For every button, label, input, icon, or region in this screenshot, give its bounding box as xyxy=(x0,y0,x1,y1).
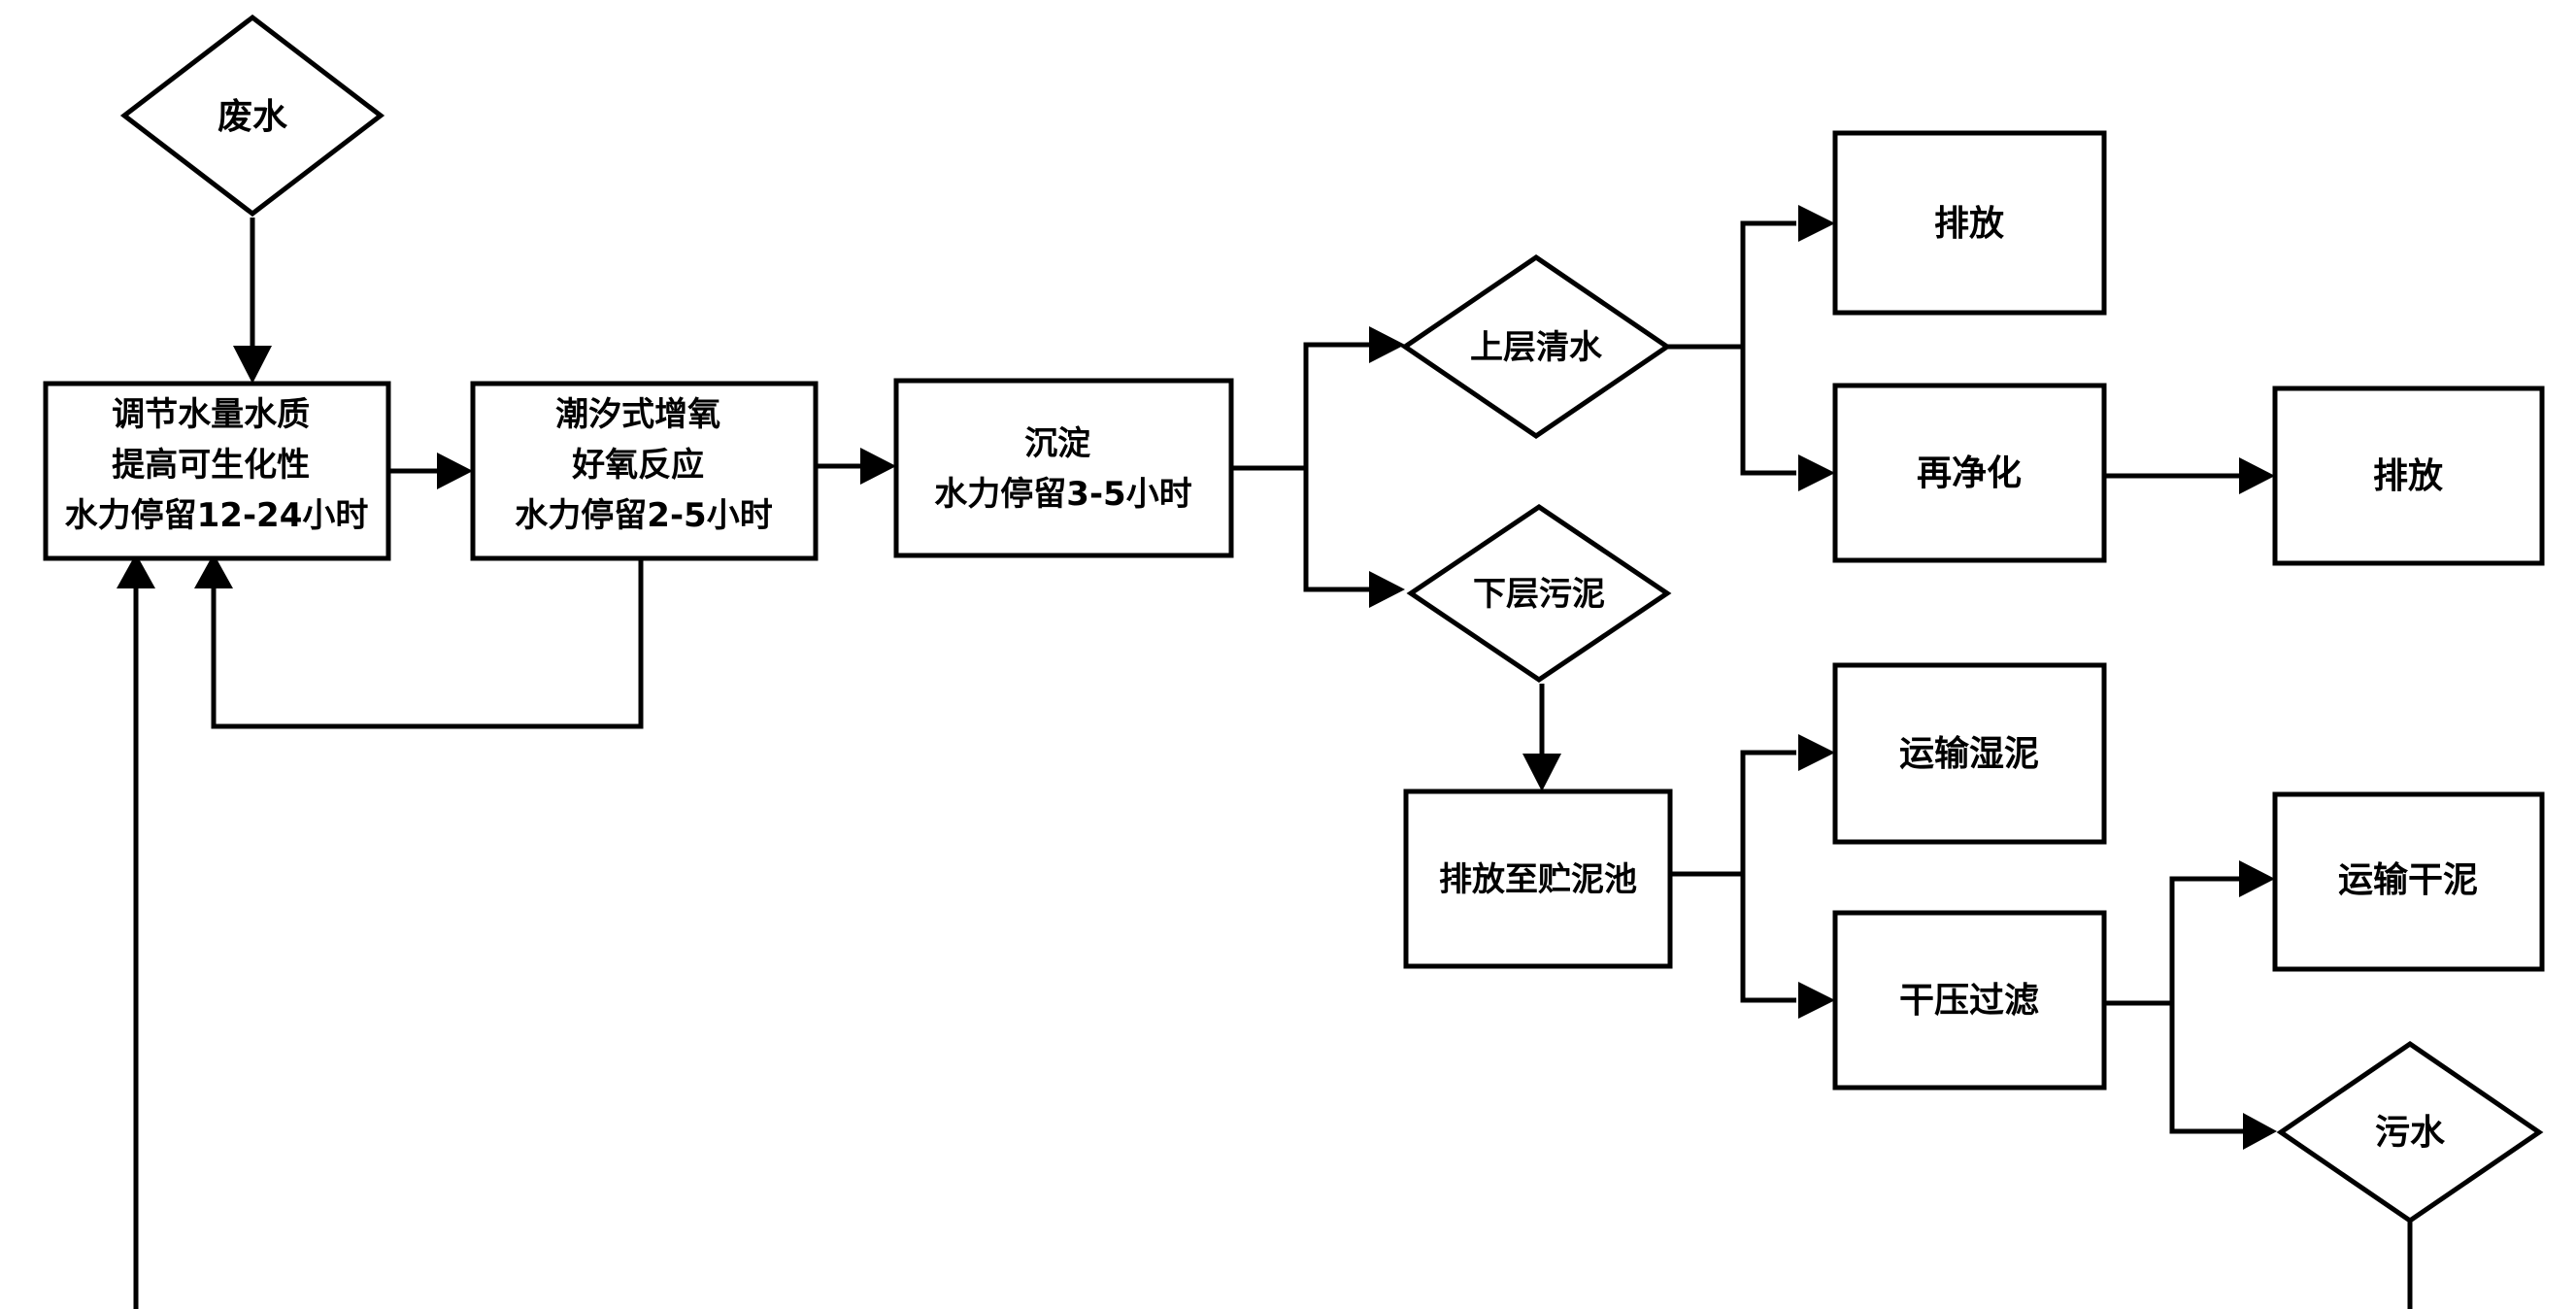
edge-settle-split xyxy=(1231,342,1374,471)
settle-label-line-1: 沉淀 xyxy=(1024,424,1090,463)
discharge-box-1 xyxy=(1832,130,2107,316)
upper-water-diamond xyxy=(1400,253,1672,440)
edge-press-to-sewage xyxy=(2169,1003,2248,1134)
wet-sludge-label: 运输湿泥 xyxy=(1899,734,2039,774)
discharge-box-2 xyxy=(2272,386,2545,566)
settle-box xyxy=(893,378,1234,558)
press-filter-label: 干压过滤 xyxy=(1899,981,2039,1021)
tidal-label-line-2: 好氧反应 xyxy=(571,446,704,485)
arrowhead-right-wet xyxy=(1798,734,1835,771)
edge-press-to-dry xyxy=(2104,876,2243,1006)
repurify-label: 再净化 xyxy=(1917,453,2022,493)
arrowhead-right-lower xyxy=(1369,571,1405,608)
lower-sludge-label-line: 下层污泥 xyxy=(1473,575,1605,614)
repurify-box xyxy=(1832,383,2107,563)
decision-diamonds xyxy=(119,14,2544,1225)
wastewater-diamond xyxy=(119,14,385,218)
dry-sludge-label: 运输干泥 xyxy=(2338,860,2478,900)
arrowhead-right-discharge-1 xyxy=(1798,205,1835,242)
sewage-label: 污水 xyxy=(2375,1113,2446,1153)
arrowhead-right-repurify xyxy=(1798,454,1835,491)
edge-sewage-return-loop xyxy=(133,583,2413,1309)
press-filter-label-line: 干压过滤 xyxy=(1899,981,2039,1021)
upper-water-label: 上层清水 xyxy=(1470,328,1603,367)
edge-tidal-return-loop xyxy=(211,556,644,729)
arrowheads xyxy=(117,205,2277,1150)
tidal-label-line-1: 潮汐式增氧 xyxy=(555,395,720,434)
regulate-label-line-2: 提高可生化性 xyxy=(112,446,310,485)
regulate-label: 调节水量水质 提高可生化性 水力停留12-24小时 xyxy=(65,395,369,535)
edge-upper-to-repurify xyxy=(1740,347,1796,476)
wet-sludge-label-line: 运输湿泥 xyxy=(1899,734,2039,774)
arrowhead-right-sewage xyxy=(2243,1113,2277,1150)
arrowhead-right-press xyxy=(1798,982,1835,1019)
sewage-label-line: 污水 xyxy=(2375,1113,2446,1153)
repurify-label-line: 再净化 xyxy=(1917,453,2022,493)
arrowhead-right-upper xyxy=(1369,326,1405,363)
arrowhead-down-tank xyxy=(1522,754,1561,791)
sludge-tank-label-line: 排放至贮泥池 xyxy=(1439,860,1637,899)
arrowhead-right-discharge-2 xyxy=(2239,457,2275,494)
edge-tank-to-wet xyxy=(1670,750,1796,877)
arrowhead-right-settle xyxy=(860,448,896,485)
arrowhead-right-dry xyxy=(2239,860,2275,897)
press-filter-box xyxy=(1832,910,2107,1091)
process-boxes xyxy=(43,130,2545,1091)
sewage-diamond xyxy=(2276,1040,2544,1225)
tidal-label-line-3: 水力停留2-5小时 xyxy=(515,496,772,535)
regulate-label-line-3: 水力停留12-24小时 xyxy=(65,496,369,535)
arrowhead-right-tidal xyxy=(437,453,473,489)
dry-sludge-label-line: 运输干泥 xyxy=(2338,860,2478,900)
arrowhead-up-loop-inner xyxy=(194,554,233,588)
discharge-1-label: 排放 xyxy=(1934,204,2004,244)
wastewater-label: 废水 xyxy=(217,97,288,137)
discharge-2-label: 排放 xyxy=(2373,456,2443,496)
node-labels: 废水 调节水量水质 提高可生化性 水力停留12-24小时 潮汐式增氧 好氧反应 … xyxy=(65,97,2478,1153)
sludge-tank-label: 排放至贮泥池 xyxy=(1439,860,1637,899)
settle-label-line-2: 水力停留3-5小时 xyxy=(934,475,1191,514)
wastewater-label-line: 废水 xyxy=(217,97,288,137)
upper-water-label-line: 上层清水 xyxy=(1470,328,1603,367)
arrowhead-down-regulate xyxy=(233,346,272,384)
dry-sludge-box xyxy=(2272,791,2545,972)
edge-settle-to-lower xyxy=(1303,468,1374,592)
tidal-box xyxy=(470,381,819,561)
lower-sludge-label: 下层污泥 xyxy=(1473,575,1605,614)
connectors xyxy=(133,218,2413,1309)
regulate-box xyxy=(43,381,391,561)
arrowhead-up-loop-outer xyxy=(117,554,155,588)
settle-label: 沉淀 水力停留3-5小时 xyxy=(934,424,1191,514)
lower-sludge-diamond xyxy=(1406,503,1672,684)
regulate-label-line-1: 调节水量水质 xyxy=(112,395,310,434)
tidal-label: 潮汐式增氧 好氧反应 水力停留2-5小时 xyxy=(515,395,772,535)
sludge-tank-box xyxy=(1403,789,1673,969)
edge-upper-to-discharge xyxy=(1667,220,1796,350)
edge-tank-to-press xyxy=(1740,874,1796,1003)
discharge-2-label-line: 排放 xyxy=(2373,456,2443,496)
wet-sludge-box xyxy=(1832,662,2107,845)
discharge-1-label-line: 排放 xyxy=(1934,204,2004,244)
